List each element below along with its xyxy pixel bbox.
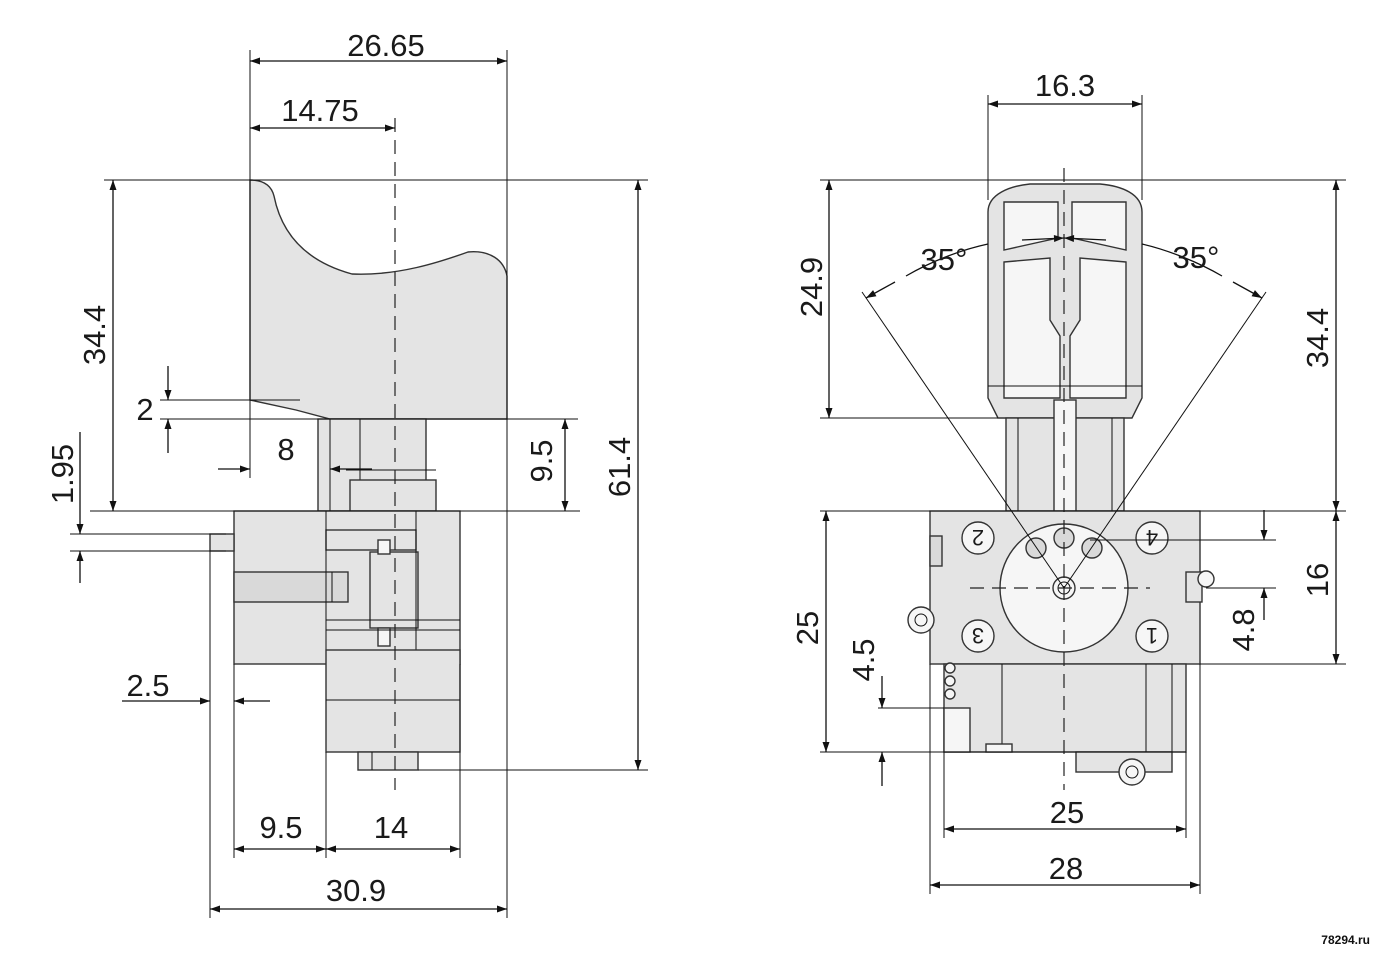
position-3: 3 xyxy=(961,619,995,653)
svg-text:1: 1 xyxy=(1146,623,1158,648)
dim-body-left: 9.5 xyxy=(259,810,302,845)
dim-lug: 4.5 xyxy=(846,638,881,681)
dim-body-height: 25 xyxy=(790,611,825,645)
dim-dial-offset: 4.8 xyxy=(1226,608,1261,651)
position-4: 4 xyxy=(1135,521,1169,555)
svg-text:3: 3 xyxy=(972,623,984,648)
side-pin xyxy=(209,533,235,552)
dim-body-width: 28 xyxy=(1049,851,1083,886)
position-2: 2 xyxy=(961,521,995,555)
watermark: 78294.ru xyxy=(1321,933,1370,947)
side-trigger xyxy=(249,179,508,420)
dim-trigger-offset: 14.75 xyxy=(281,93,359,128)
dim-trigger-height: 34.4 xyxy=(77,305,112,365)
svg-text:4: 4 xyxy=(1146,525,1158,550)
dim-angle-right: 35° xyxy=(1173,240,1220,275)
dim-total-height: 61.4 xyxy=(602,437,637,497)
dim-shaft-offset: 1.95 xyxy=(45,444,80,504)
dim-body-right: 14 xyxy=(374,810,408,845)
dim-trigger-width: 16.3 xyxy=(1035,68,1095,103)
dim-dial-height: 16 xyxy=(1300,563,1335,597)
dim-pin: 2.5 xyxy=(126,668,169,703)
dim-width-overall: 26.65 xyxy=(347,28,425,63)
svg-text:2: 2 xyxy=(972,525,984,550)
front-view: 2 4 3 1 xyxy=(790,68,1346,894)
dim-base-width: 30.9 xyxy=(326,873,386,908)
dim-angle-left: 35° xyxy=(921,242,968,277)
dim-trigger-height-front: 24.9 xyxy=(794,257,829,317)
side-housing-lower xyxy=(325,649,461,753)
dim-base-width-front: 25 xyxy=(1050,795,1084,830)
position-1: 1 xyxy=(1135,619,1169,653)
dim-step: 2 xyxy=(136,392,153,427)
dim-total-height-front: 34.4 xyxy=(1300,308,1335,368)
front-lower xyxy=(943,663,1187,753)
dim-gap: 8 xyxy=(277,432,294,467)
dim-stem: 9.5 xyxy=(524,439,559,482)
side-view: 26.65 14.75 34.4 61.4 2 8 9.5 1.95 2.5 9… xyxy=(45,28,648,918)
